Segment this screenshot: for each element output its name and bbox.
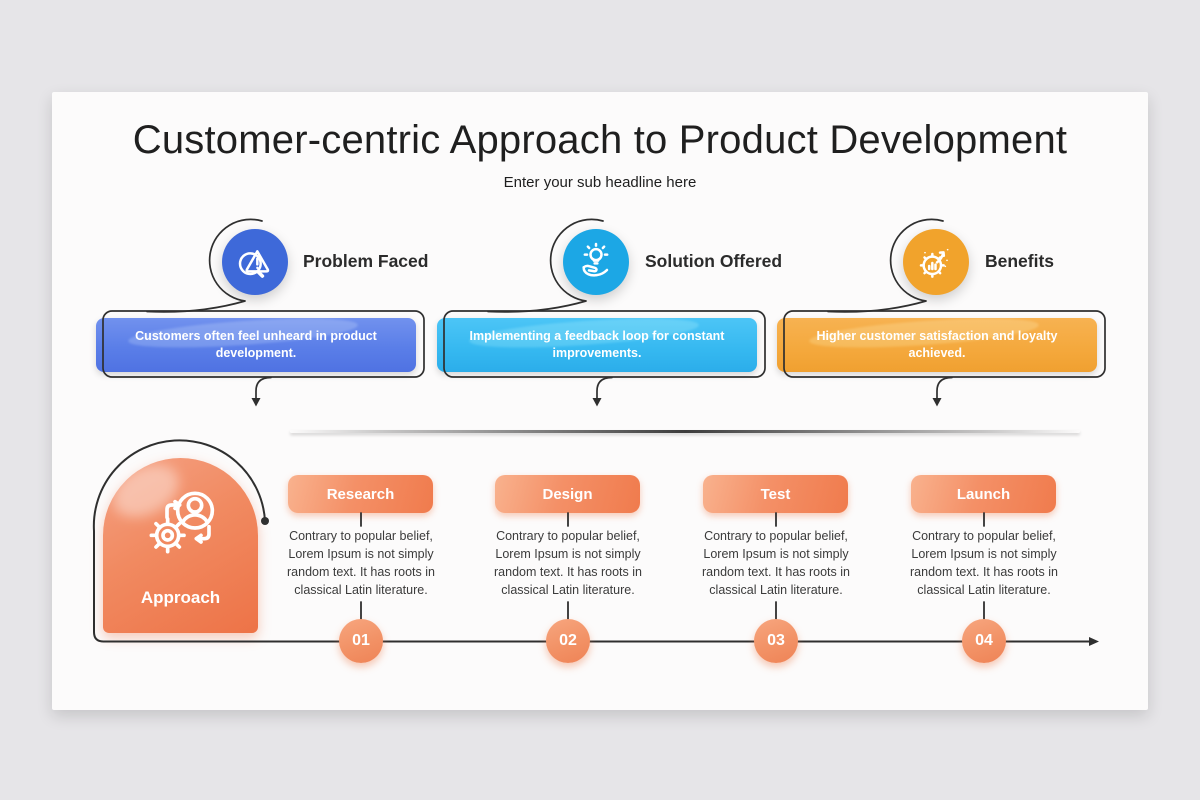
bulb-hand-icon: [582, 242, 609, 277]
section-divider: [290, 430, 1080, 433]
benefits-icon-circle: [903, 229, 969, 295]
gear-growth-icon: [919, 248, 949, 278]
solution-icon-circle: [563, 229, 629, 295]
step-number-badge-04: 04: [962, 619, 1006, 663]
step-number-badge-01: 01: [339, 619, 383, 663]
solution-box-text: Implementing a feedback loop for constan…: [469, 329, 725, 360]
step-description-research: Contrary to popular belief, Lorem Ipsum …: [287, 529, 435, 597]
page-subtitle: Enter your sub headline here: [503, 174, 697, 191]
approach-label: Approach: [140, 588, 221, 607]
step-button-launch[interactable]: Launch: [911, 475, 1056, 513]
solution-label: Solution Offered: [645, 251, 783, 271]
step-button-test[interactable]: Test: [703, 475, 848, 513]
step-description-launch: Contrary to popular belief, Lorem Ipsum …: [910, 529, 1058, 597]
problem-box: Customers often feel unheard in product …: [96, 318, 416, 372]
alert-magnifier-icon: [238, 250, 270, 278]
approach-shape: Approach: [103, 458, 258, 633]
problem-box-text: Customers often feel unheard in product …: [135, 329, 377, 360]
gear-person-cycle-icon: [149, 491, 215, 554]
problem-label: Problem Faced: [303, 251, 429, 271]
step-number-badge-03: 03: [754, 619, 798, 663]
step-button-research[interactable]: Research: [288, 475, 433, 513]
solution-box: Implementing a feedback loop for constan…: [437, 318, 757, 372]
benefits-box: Higher customer satisfaction and loyalty…: [777, 318, 1097, 372]
page-title: Customer-centric Approach to Product Dev…: [132, 118, 1068, 162]
benefits-box-text: Higher customer satisfaction and loyalty…: [816, 329, 1058, 360]
step-number-badge-02: 02: [546, 619, 590, 663]
step-button-design[interactable]: Design: [495, 475, 640, 513]
problem-icon-circle: [222, 229, 288, 295]
benefits-label: Benefits: [985, 251, 1055, 271]
step-description-design: Contrary to popular belief, Lorem Ipsum …: [494, 529, 642, 597]
step-description-test: Contrary to popular belief, Lorem Ipsum …: [702, 529, 850, 597]
